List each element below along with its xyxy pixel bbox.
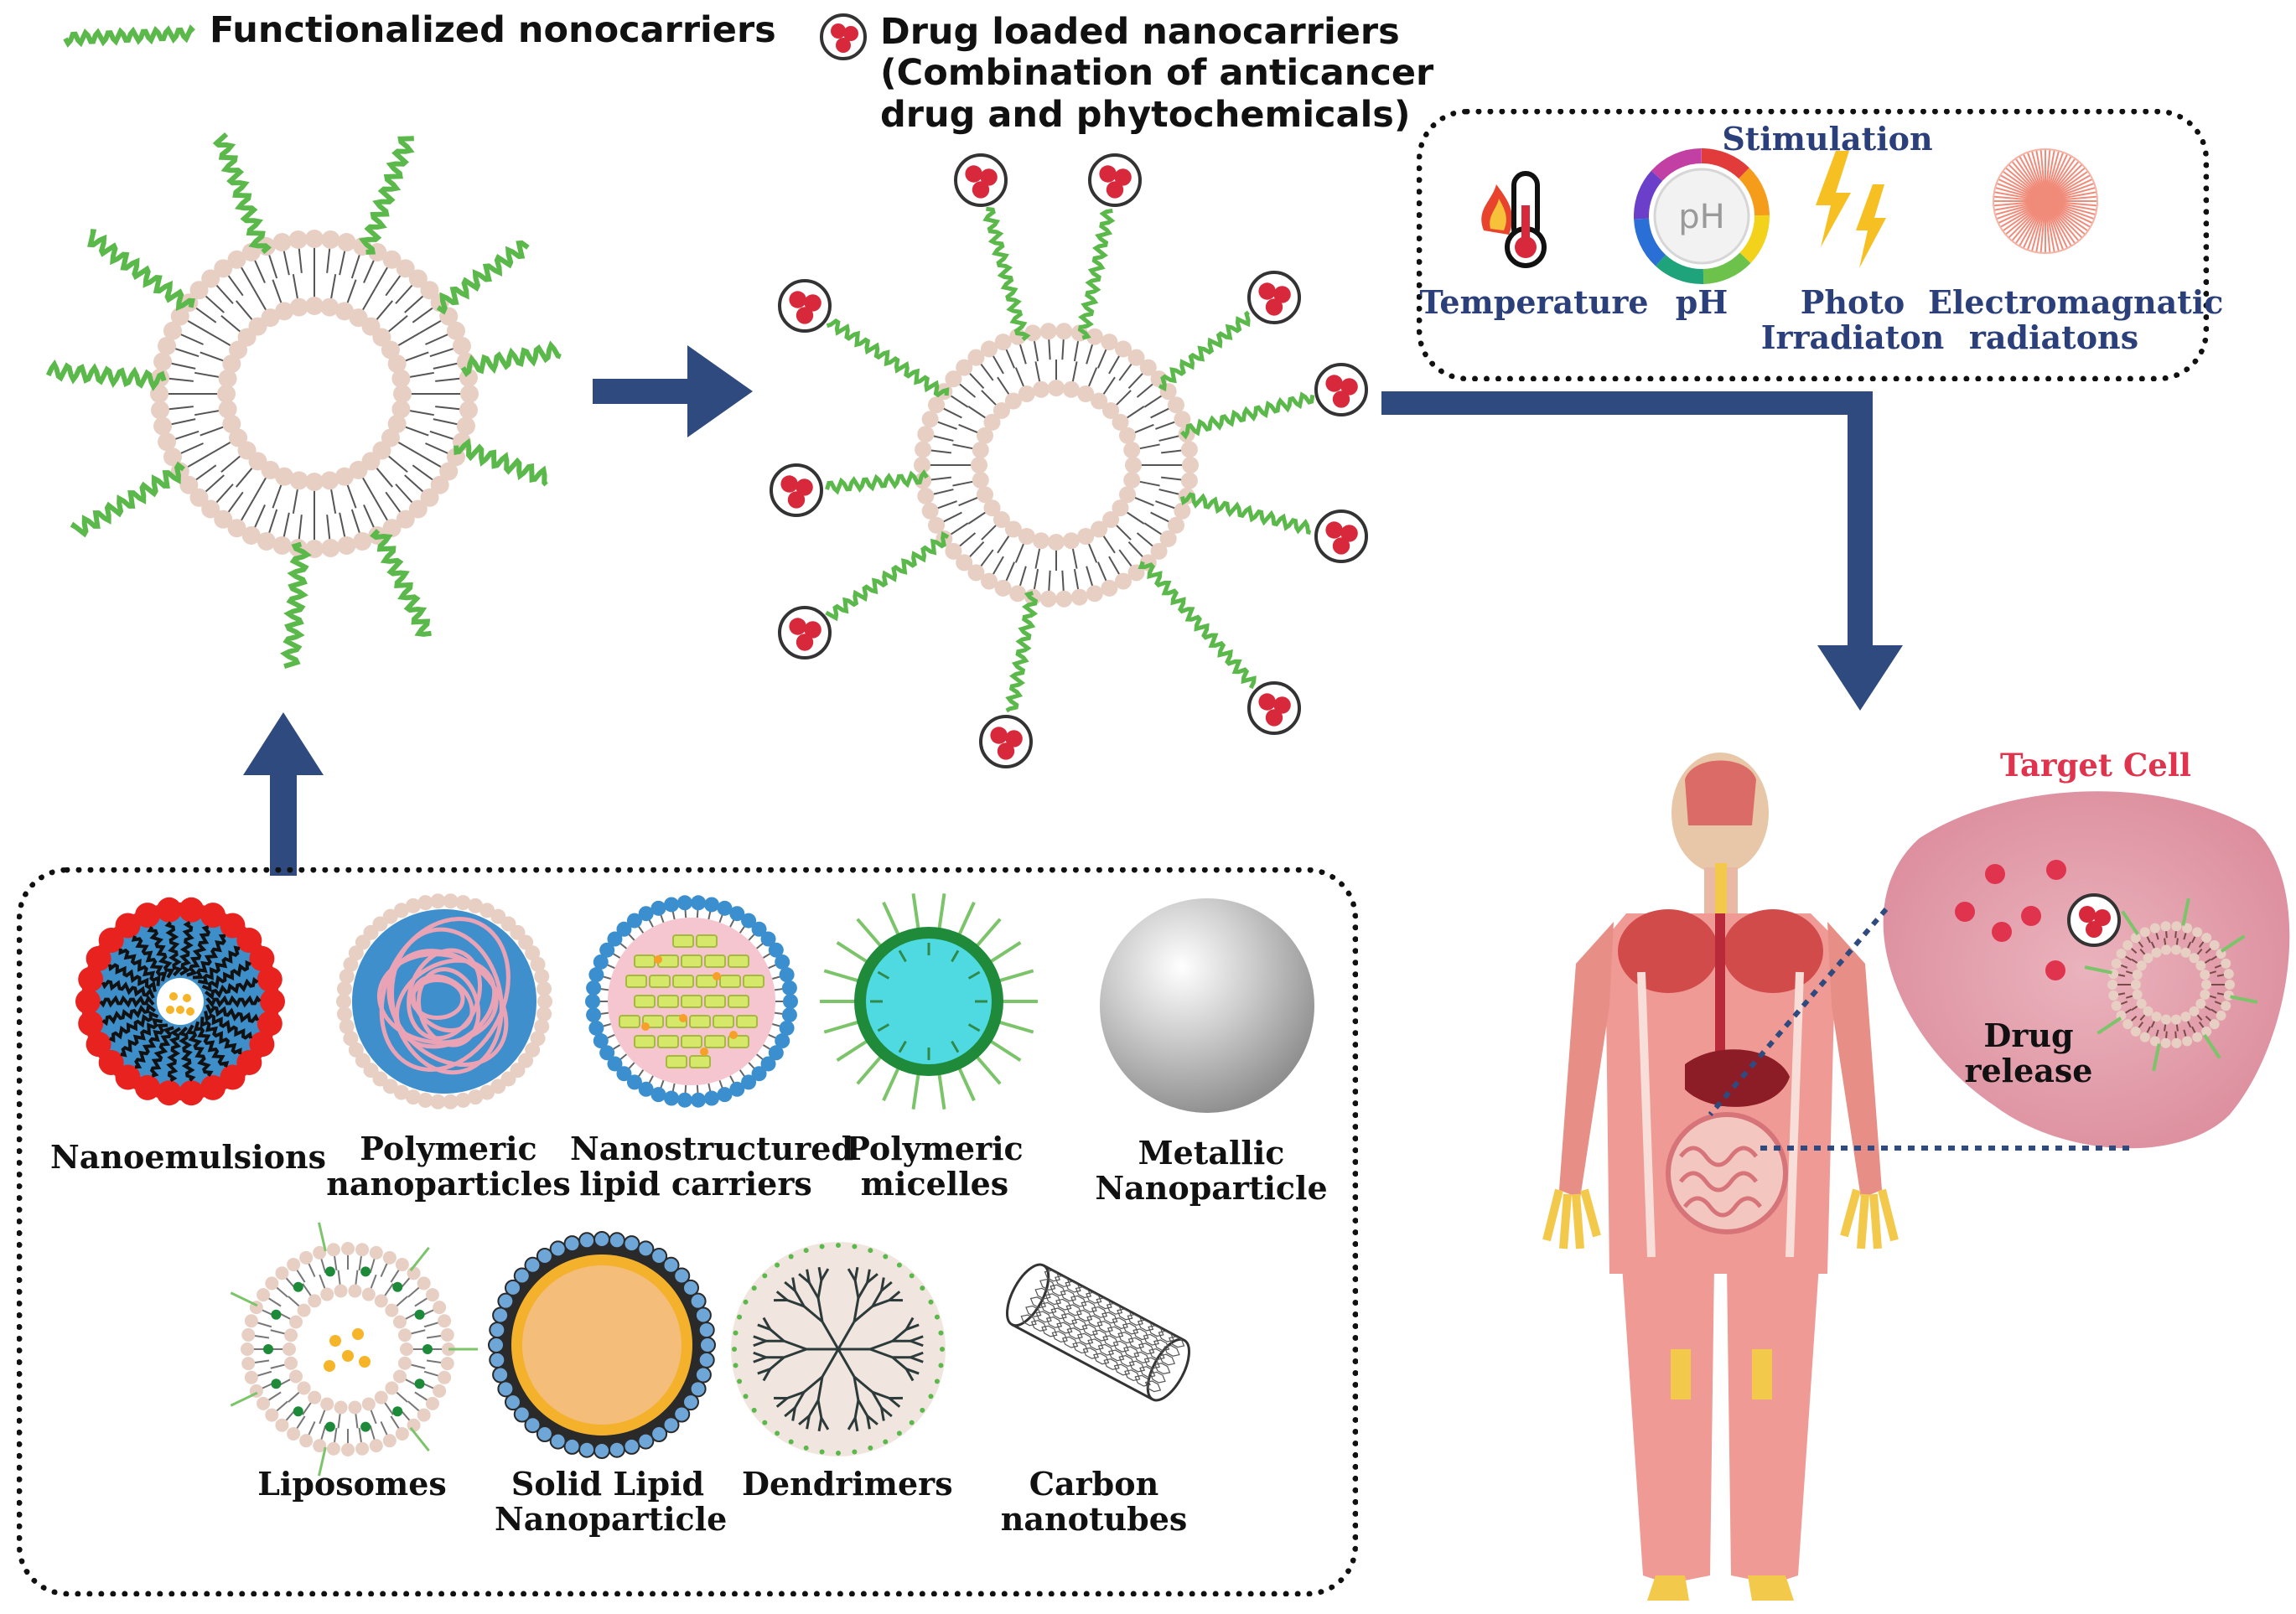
ph-label: pH bbox=[1643, 285, 1760, 320]
sln-line1: Solid Lipid bbox=[495, 1467, 721, 1502]
drug-release-line1: Drug bbox=[1953, 1018, 2104, 1053]
legend-drug-loaded-label: Drug loaded nanocarriers (Combination of… bbox=[880, 12, 1433, 136]
target-cell-title: Target Cell bbox=[1978, 748, 2213, 783]
legend-drug-loaded-line2: (Combination of anticancer bbox=[880, 53, 1433, 94]
electromagnetic-label: Electromagnatic radiatons bbox=[1928, 285, 2179, 355]
arrow-elbow-down bbox=[1381, 391, 1903, 711]
polymeric-micelles-label: Polymeric micelles bbox=[830, 1131, 1039, 1202]
legend-wavy-line-icon bbox=[65, 28, 194, 43]
dendrimers-label: Dendrimers bbox=[742, 1467, 943, 1502]
cnt-line1: Carbon bbox=[993, 1467, 1195, 1502]
carbon-nanotubes-label: Carbon nanotubes bbox=[993, 1467, 1195, 1537]
drug-release-label: Drug release bbox=[1953, 1018, 2104, 1089]
micelles-line1: Polymeric bbox=[830, 1131, 1039, 1167]
arrow-right bbox=[593, 345, 753, 437]
arrow-up bbox=[243, 712, 324, 876]
functionalized-nanocarrier bbox=[49, 134, 561, 666]
liposomes-label: Liposomes bbox=[251, 1467, 453, 1502]
polymeric-nanoparticles-label: Polymeric nanoparticles bbox=[323, 1131, 574, 1202]
legend-drug-loaded-line1: Drug loaded nanocarriers bbox=[880, 12, 1433, 53]
drug-release-line2: release bbox=[1953, 1053, 2104, 1089]
legend-drug-icon bbox=[821, 15, 865, 59]
em-line2: radiatons bbox=[1928, 320, 2179, 355]
legend-drug-loaded-line3: drug and phytochemicals) bbox=[880, 95, 1433, 136]
drug-loaded-nanocarrier bbox=[771, 155, 1366, 767]
photo-irradiation-label: Photo Irradiaton bbox=[1760, 285, 1945, 355]
metallic-line2: Nanoparticle bbox=[1094, 1171, 1329, 1206]
metallic-line1: Metallic bbox=[1094, 1135, 1329, 1171]
polymeric-np-line1: Polymeric bbox=[323, 1131, 574, 1167]
nlc-line1: Nanostructured bbox=[570, 1131, 821, 1167]
nlc-line2: lipid carriers bbox=[570, 1167, 821, 1202]
photo-line1: Photo bbox=[1760, 285, 1945, 320]
human-body-icon bbox=[1547, 753, 1894, 1601]
cnt-line2: nanotubes bbox=[993, 1502, 1195, 1537]
solid-lipid-nanoparticle-label: Solid Lipid Nanoparticle bbox=[495, 1467, 721, 1537]
nanoemulsions-label: Nanoemulsions bbox=[50, 1140, 310, 1175]
polymeric-np-line2: nanoparticles bbox=[323, 1167, 574, 1202]
target-cell bbox=[1884, 791, 2290, 1148]
legend-functionalized-label: Functionalized nonocarriers bbox=[210, 10, 776, 51]
sln-line2: Nanoparticle bbox=[495, 1502, 721, 1537]
stimulation-title: Stimulation bbox=[1702, 122, 1953, 157]
nanostructured-lipid-carriers-label: Nanostructured lipid carriers bbox=[570, 1131, 821, 1202]
photo-line2: Irradiaton bbox=[1760, 320, 1945, 355]
metallic-nanoparticle-label: Metallic Nanoparticle bbox=[1094, 1135, 1329, 1206]
temperature-label: Temperature bbox=[1417, 285, 1651, 320]
micelles-line2: micelles bbox=[830, 1167, 1039, 1202]
em-line1: Electromagnatic bbox=[1928, 285, 2179, 320]
